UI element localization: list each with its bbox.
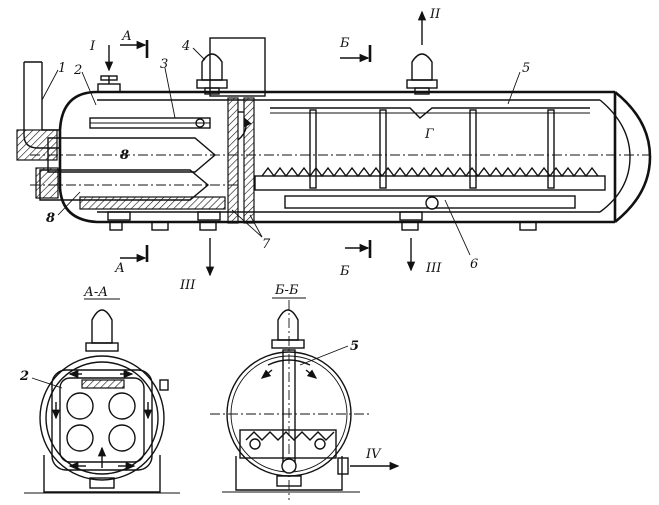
label-section-A-bottom: А bbox=[114, 261, 125, 276]
label-8-upper: 8 bbox=[120, 148, 129, 163]
valve-4 bbox=[196, 53, 228, 95]
vessel-shell bbox=[58, 90, 652, 224]
fire-tube-upper bbox=[30, 137, 650, 173]
label-flow-IV: IV bbox=[365, 447, 382, 462]
fire-tube-lower bbox=[30, 167, 240, 201]
hangers bbox=[309, 109, 555, 189]
label-7: 7 bbox=[262, 237, 271, 252]
supports bbox=[107, 211, 537, 231]
label-G: Г bbox=[424, 127, 434, 142]
label-5-section: 5 bbox=[350, 339, 359, 354]
inlet-nozzle-I bbox=[97, 75, 121, 93]
label-flow-III-left: III bbox=[179, 278, 196, 293]
partition-wall bbox=[227, 97, 255, 224]
label-3: 3 bbox=[160, 57, 168, 72]
label-flow-II: II bbox=[429, 7, 441, 22]
label-section-B-top: Б bbox=[339, 36, 350, 51]
label-section-AA: А-А bbox=[83, 285, 108, 300]
label-5: 5 bbox=[522, 61, 530, 76]
label-8-lower: 8 bbox=[46, 211, 55, 226]
label-flow-III-right: III bbox=[425, 261, 442, 276]
label-6: 6 bbox=[470, 257, 478, 272]
insulation-strip bbox=[79, 196, 226, 210]
label-section-B-bottom: Б bbox=[339, 264, 350, 279]
top-chamber bbox=[209, 37, 266, 97]
steam-separator bbox=[270, 107, 590, 119]
heater-element bbox=[89, 117, 211, 129]
section-B-B-view: Б-Б IV 5 bbox=[210, 283, 400, 500]
label-4: 4 bbox=[181, 39, 190, 54]
heating-coil bbox=[254, 166, 606, 210]
label-section-A-top: А bbox=[121, 29, 132, 44]
label-1: 1 bbox=[58, 61, 66, 76]
label-flow-I: I bbox=[89, 39, 96, 54]
label-section-BB: Б-Б bbox=[274, 283, 299, 298]
section-A-A-view: А-А 2 bbox=[19, 285, 180, 494]
leader-lines bbox=[41, 47, 521, 256]
label-2: 2 bbox=[73, 63, 82, 78]
label-2-section: 2 bbox=[19, 369, 29, 384]
section-marks bbox=[120, 40, 372, 263]
main-longitudinal-view: 1 2 3 4 5 6 7 8 8 I II III III А А Б Б Г bbox=[16, 7, 652, 293]
valve-II bbox=[406, 53, 438, 95]
chimney-pipe bbox=[16, 61, 60, 161]
